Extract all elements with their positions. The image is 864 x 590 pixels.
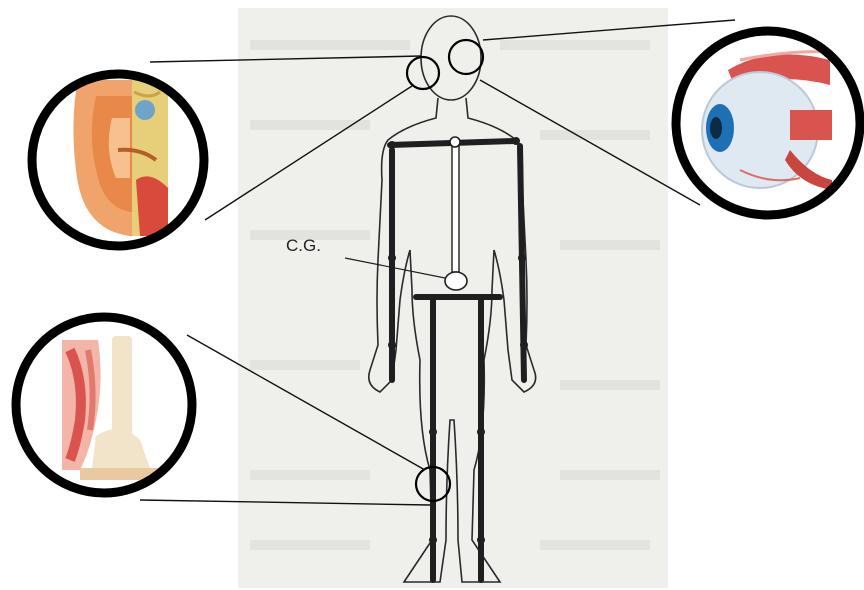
spine-link: [452, 140, 459, 272]
neck-joint: [450, 137, 460, 147]
ear-anatomy-icon: [62, 76, 168, 236]
ear-callout: [32, 74, 204, 246]
knee-anatomy-icon: [50, 330, 160, 480]
eye-anatomy-icon: [700, 40, 832, 190]
center-of-gravity-marker: [445, 272, 467, 290]
knee-callout: [16, 317, 192, 493]
cg-label: C.G.: [286, 236, 321, 255]
trunk-link: [452, 140, 459, 272]
eye-callout: [676, 31, 860, 215]
